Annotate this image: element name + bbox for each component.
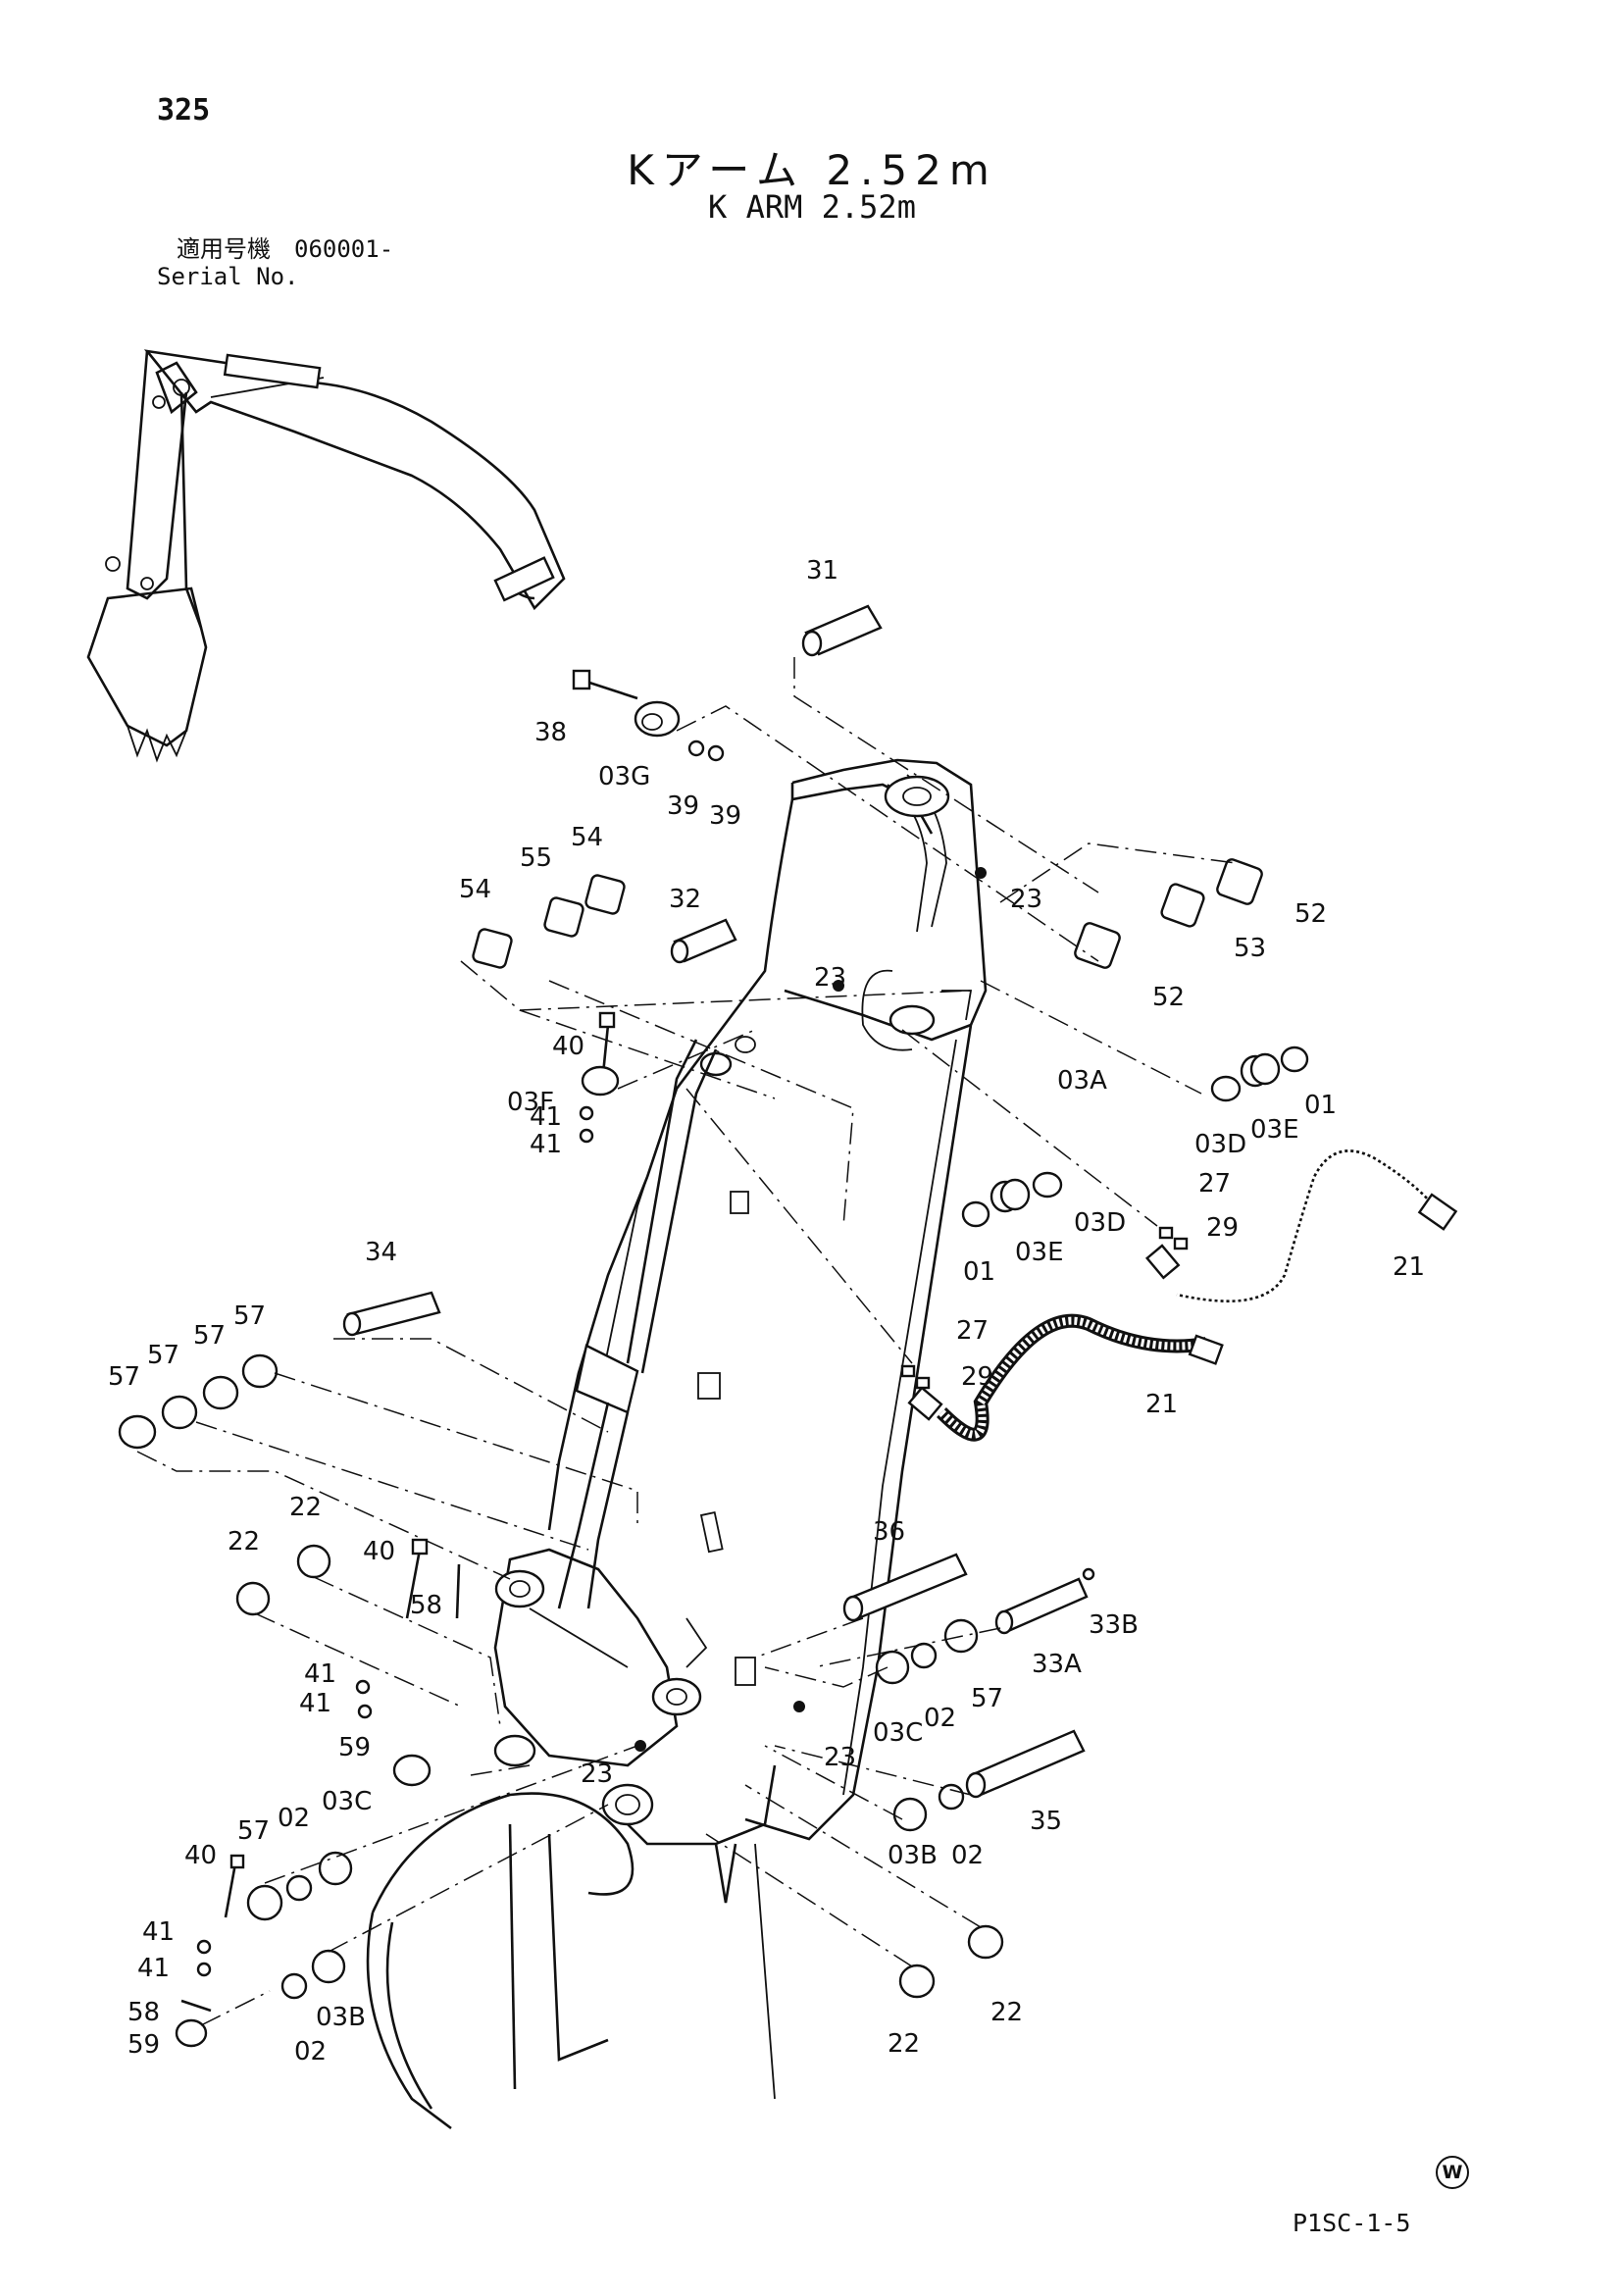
part-label: 03F (507, 1088, 554, 1117)
excavator-inset-illustration (86, 349, 566, 763)
part-label: 41 (137, 1954, 170, 1983)
part-label: 01 (1304, 1091, 1337, 1120)
part-label: 39 (667, 791, 699, 821)
part-label: 22 (228, 1527, 260, 1556)
part-label: 57 (193, 1321, 226, 1351)
part-label: 03E (1015, 1238, 1064, 1267)
serial-number-block: 適用号機 060001- Serial No. (157, 235, 393, 290)
part-label: 29 (1206, 1213, 1239, 1243)
part-label: 32 (669, 885, 701, 914)
part-label: 21 (1145, 1390, 1178, 1419)
part-label: 40 (363, 1537, 395, 1566)
part-label: 23 (1010, 885, 1042, 914)
part-label: 40 (552, 1032, 584, 1061)
part-label: 02 (278, 1804, 310, 1833)
part-label: 22 (990, 1998, 1023, 2027)
part-label: 23 (824, 1743, 856, 1772)
drawing-code: P1SC-1-5 (1293, 2209, 1411, 2237)
part-label: 03C (873, 1718, 923, 1748)
part-label: 58 (127, 1998, 160, 2027)
serial-label-japanese: 適用号機 (177, 235, 271, 263)
part-label: 03D (1074, 1208, 1126, 1238)
circled-w-icon: W (1436, 2156, 1469, 2189)
part-label: 54 (571, 823, 603, 852)
part-label: 40 (184, 1841, 217, 1870)
part-label: 58 (410, 1591, 442, 1620)
part-label: 31 (806, 556, 838, 586)
part-label: 57 (237, 1816, 270, 1846)
part-label: 55 (520, 843, 552, 873)
part-label: 03G (598, 762, 650, 791)
part-label: 34 (365, 1238, 397, 1267)
part-label: 57 (233, 1301, 266, 1331)
part-label: 02 (924, 1704, 956, 1733)
part-label: 52 (1294, 899, 1327, 929)
hydraulic-hoses (907, 1147, 1458, 1442)
part-label: 27 (1198, 1169, 1231, 1199)
page-title-english: K ARM 2.52m (708, 188, 916, 226)
part-label: 22 (888, 2029, 920, 2059)
exploded-parts (118, 604, 1309, 2048)
part-label: 53 (1234, 934, 1266, 963)
part-label: 27 (956, 1316, 989, 1346)
part-label: 41 (299, 1689, 331, 1718)
part-label: 52 (1152, 983, 1185, 1012)
part-label: 03E (1250, 1115, 1299, 1145)
page-title-japanese: Kアーム 2.52m (627, 146, 997, 194)
leader-lines (136, 657, 1237, 2026)
part-label: 03B (316, 2003, 366, 2032)
part-label: 23 (814, 963, 846, 993)
part-label: 01 (963, 1257, 995, 1287)
part-label: 33B (1089, 1610, 1139, 1640)
part-label: 22 (289, 1493, 322, 1522)
part-label: 38 (534, 718, 567, 747)
part-label: 35 (1030, 1807, 1062, 1836)
part-label: 23 (581, 1760, 613, 1789)
part-label: 57 (147, 1341, 179, 1370)
part-label: 41 (530, 1130, 562, 1159)
part-label: 03B (888, 1841, 938, 1870)
part-label: 33A (1032, 1650, 1082, 1679)
part-label: 41 (142, 1917, 175, 1947)
part-label: 39 (709, 801, 741, 831)
part-label: 41 (304, 1659, 336, 1689)
serial-value: 060001- (294, 235, 394, 263)
arm-assembly (366, 758, 988, 2130)
part-label: 21 (1393, 1252, 1425, 1282)
part-label: 03A (1057, 1066, 1107, 1096)
serial-label-english: Serial No. (157, 263, 299, 290)
part-label: 57 (971, 1684, 1003, 1713)
part-label: 59 (338, 1733, 371, 1762)
part-label: 03D (1194, 1130, 1246, 1159)
part-label: 57 (108, 1362, 140, 1392)
part-label: 02 (294, 2037, 327, 2066)
part-label: 02 (951, 1841, 984, 1870)
part-label: 29 (961, 1362, 993, 1392)
part-label: 59 (127, 2030, 160, 2060)
part-number-labels: 31 38 03G 39 39 23 52 53 52 54 55 54 32 … (108, 556, 1425, 2066)
part-label: 36 (873, 1517, 905, 1547)
page-number: 325 (157, 93, 211, 128)
part-label: 03C (322, 1787, 372, 1816)
part-label: 41 (530, 1102, 562, 1132)
part-label: 54 (459, 875, 491, 904)
